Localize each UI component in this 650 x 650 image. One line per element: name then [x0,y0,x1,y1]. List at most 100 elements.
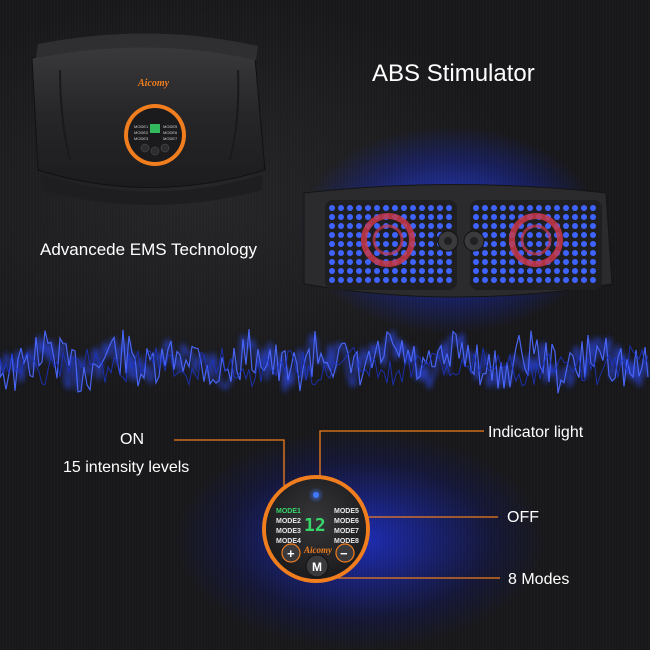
electrode-dot [419,232,425,238]
mode-label-5: MODE5 [334,508,359,515]
electrode-dot [356,268,362,274]
electrode-dot [383,277,389,283]
minus-button[interactable]: − [335,543,355,563]
callout-off: OFF [507,509,539,526]
mode-label-8: MODE8 [334,538,359,545]
svg-text:MODE6: MODE6 [163,130,178,135]
electrode-dot [419,214,425,220]
electrode-dot [590,205,596,211]
electrode-dot [563,223,569,229]
mode-button-label: M [312,560,322,574]
electrode-dot [419,205,425,211]
svg-text:MODE5: MODE5 [163,124,178,129]
mode-label-3: MODE3 [276,528,301,535]
mode-label-4: MODE4 [276,538,301,545]
plus-button[interactable]: + [281,543,301,563]
electrode-dot [491,250,497,256]
electrode-dot [554,268,560,274]
electrode-dot [347,250,353,256]
electrode-dot [491,205,497,211]
electrode-dot [374,205,380,211]
electrode-dot [428,232,434,238]
electrode-dot [401,277,407,283]
electrode-dot [329,214,335,220]
electrode-dot [437,277,443,283]
electrode-dot [500,223,506,229]
electrode-dot [410,268,416,274]
electrode-dot [554,205,560,211]
electrode-dot [428,277,434,283]
control-unit: MODE1 MODE2 MODE3 MODE4 MODE5 MODE6 MODE… [262,475,370,583]
callout-modes: 8 Modes [508,571,570,588]
electrode-dot [473,223,479,229]
electrode-dot [509,268,515,274]
electrode-dot [392,277,398,283]
electrode-dot [590,223,596,229]
electrode-dot [356,205,362,211]
electrode-dot [482,250,488,256]
callout-lines [174,430,500,579]
electrode-dot [473,205,479,211]
electrode-dot [572,277,578,283]
electrode-dot [392,268,398,274]
electrode-dot [437,214,443,220]
belt-brand-logo: Aicomy [137,78,170,89]
electrode-dot [446,205,452,211]
electrode-dot [590,232,596,238]
electrode-dot [509,214,515,220]
mode-label-6: MODE6 [334,518,359,525]
electrode-dot [347,241,353,247]
electrode-dot [392,241,398,247]
electrode-dot [473,250,479,256]
electrode-dot [536,268,542,274]
mode-label-2: MODE2 [276,518,301,525]
electrode-dot [500,250,506,256]
electrode-dot [392,232,398,238]
electrode-dot [347,259,353,265]
electrode-dot [527,241,533,247]
electrode-dot [392,205,398,211]
electrode-dot [401,268,407,274]
electrode-dot [473,214,479,220]
electrode-dot [374,223,380,229]
electrode-dot [374,268,380,274]
electrode-dot [527,232,533,238]
electrode-dot [428,268,434,274]
mode-button[interactable]: M [305,554,329,578]
pulse-waveform [0,328,650,394]
subtitle: Advancede EMS Technology [40,240,258,259]
electrode-dot [572,232,578,238]
electrode-dot [446,277,452,283]
svg-text:MODE2: MODE2 [134,130,149,135]
electrode-dot [428,250,434,256]
electrode-dot [509,205,515,211]
electrode-dot [572,241,578,247]
electrode-dot [329,205,335,211]
electrode-dot [365,214,371,220]
electrode-dot [545,277,551,283]
electrode-dot [572,205,578,211]
electrode-dot [482,277,488,283]
mode-label-1: MODE1 [276,508,301,515]
electrode-dot [338,223,344,229]
callout-levels: 15 intensity levels [63,459,190,476]
electrode-dot [446,250,452,256]
electrode-dot [518,268,524,274]
electrode-dot [563,205,569,211]
electrode-dot [428,214,434,220]
electrode-dot [491,268,497,274]
electrode-dot [365,205,371,211]
electrode-dot [590,214,596,220]
electrode-dot [482,232,488,238]
electrode-dot [545,205,551,211]
electrode-dot [536,205,542,211]
electrode-dot [473,259,479,265]
electrode-dot [356,259,362,265]
electrode-dot [482,223,488,229]
electrode-dot [356,241,362,247]
electrode-dot [365,277,371,283]
electrode-dot [365,268,371,274]
electrode-dot [410,277,416,283]
electrode-dot [581,205,587,211]
minus-button-label: − [340,546,348,561]
